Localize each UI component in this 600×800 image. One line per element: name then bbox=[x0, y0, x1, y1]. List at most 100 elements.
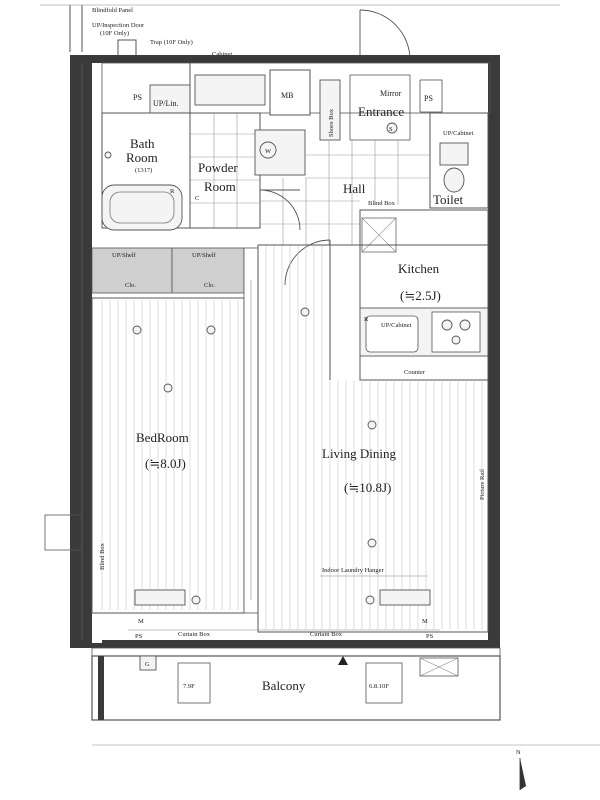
south-wall bbox=[70, 640, 500, 648]
closet-2[interactable] bbox=[171, 247, 245, 294]
hall-label: Hall bbox=[343, 181, 366, 196]
m-right-label: M bbox=[422, 618, 428, 625]
ps-right-label: PS bbox=[424, 94, 433, 103]
c-mark: C bbox=[195, 195, 199, 202]
bathtub-inner bbox=[109, 191, 175, 224]
trap-box bbox=[117, 39, 137, 57]
hatch-diagonal-2 bbox=[419, 657, 459, 677]
shoes-box-label: Shoes Box bbox=[328, 108, 335, 137]
indoor-laundry-label: Indoor Laundry Hanger bbox=[322, 567, 385, 574]
living-ac bbox=[379, 589, 431, 606]
west-wall-inner-gap bbox=[92, 63, 102, 643]
balcony[interactable] bbox=[91, 655, 501, 721]
powder-room-label-2: Room bbox=[204, 179, 236, 194]
balcony-hatch[interactable] bbox=[419, 657, 459, 677]
powder-cabinet bbox=[194, 74, 266, 106]
kitchen-vent bbox=[361, 217, 397, 253]
ac-outdoor-right bbox=[365, 662, 403, 704]
blindfold-panel-label: Blindfold Panel bbox=[92, 7, 133, 14]
entrance-label: Entrance bbox=[358, 104, 404, 119]
north-wall bbox=[70, 55, 500, 63]
north-label: N bbox=[516, 749, 521, 756]
ps-left-label: PS bbox=[133, 93, 142, 102]
living-light-2 bbox=[367, 420, 377, 430]
hall-door-swing[interactable] bbox=[259, 189, 301, 231]
blind-box-vertical-label: Blind Box bbox=[99, 542, 106, 570]
mb-box bbox=[269, 69, 311, 116]
living-light-4 bbox=[365, 595, 375, 605]
bath-room-label-1: Bath bbox=[130, 136, 155, 151]
burner-1 bbox=[441, 319, 453, 331]
mirror-label: Mirror bbox=[380, 89, 402, 98]
m-left-label: M bbox=[138, 618, 144, 625]
closet-1[interactable] bbox=[91, 247, 173, 294]
entrance-door-swing[interactable] bbox=[359, 9, 411, 61]
curtain-box-right-label: Curtain Box bbox=[310, 631, 343, 638]
toilet-tank bbox=[439, 142, 469, 166]
ps-right-box bbox=[419, 79, 443, 113]
cooktop bbox=[431, 311, 481, 353]
curtain-box-left-label: Curtain Box bbox=[178, 631, 211, 638]
up-lin-label: UP/Lin. bbox=[153, 99, 179, 108]
ac-outdoor-left bbox=[177, 662, 211, 704]
ac-right-label: 6.8.10F bbox=[369, 683, 389, 690]
living-light-1 bbox=[300, 307, 310, 317]
bedroom-window[interactable] bbox=[44, 514, 83, 551]
g-mark: G bbox=[145, 661, 150, 668]
hall-tiles bbox=[260, 140, 430, 245]
sensor-icon bbox=[386, 122, 398, 134]
trap-label: Trap (10F Only) bbox=[150, 39, 193, 46]
sensor-mark: S bbox=[389, 126, 393, 133]
living-door-swing[interactable] bbox=[284, 239, 331, 286]
ps-bottom-right-label: PS bbox=[426, 633, 434, 640]
kitchen-r-mark: R bbox=[364, 316, 369, 323]
bedroom-light-3 bbox=[191, 595, 201, 605]
mb-label: MB bbox=[281, 91, 293, 100]
bedroom-ac bbox=[134, 589, 186, 606]
powder-room-tiles bbox=[190, 113, 260, 228]
north-arrow-icon bbox=[520, 758, 526, 790]
bedroom-ceiling-light bbox=[163, 383, 173, 393]
living-light-3 bbox=[367, 538, 377, 548]
cabinet-top-label: Cabinet bbox=[212, 51, 232, 58]
bedroom-floor-lines bbox=[101, 300, 239, 610]
picture-rail-label: Picture Rail bbox=[479, 469, 486, 500]
balcony-wall-left bbox=[98, 656, 104, 720]
blind-box-label: Blind Box bbox=[368, 200, 396, 207]
inspection-door-note: (10F Only) bbox=[100, 30, 129, 37]
entrance-area[interactable] bbox=[349, 74, 411, 141]
balcony-rail bbox=[91, 647, 501, 657]
vent-diagonal-2 bbox=[361, 217, 397, 253]
kitchen-label: Kitchen bbox=[398, 261, 440, 276]
west-wall bbox=[70, 55, 92, 645]
clo-2-label: Clo. bbox=[204, 282, 215, 289]
up-shelf-2-label: UP/Shelf bbox=[192, 252, 217, 259]
ps-bottom-left-label: PS bbox=[135, 633, 143, 640]
kitchen-size-label: (≒2.5J) bbox=[400, 288, 441, 303]
toilet-label: Toilet bbox=[433, 192, 464, 207]
balcony-label: Balcony bbox=[262, 678, 306, 693]
living-dining-label: Living Dining bbox=[322, 446, 397, 461]
up-shelf-1-label: UP/Shelf bbox=[112, 252, 137, 259]
toilet-room[interactable] bbox=[429, 112, 489, 209]
bathtub bbox=[101, 184, 183, 231]
bath-size-label: (1317) bbox=[135, 167, 152, 174]
gas-meter bbox=[139, 655, 157, 671]
bedroom-label: BedRoom bbox=[136, 430, 189, 445]
living-size-label: (≒10.8J) bbox=[344, 480, 391, 495]
kitchen-sink bbox=[365, 315, 419, 353]
bedroom-light-2 bbox=[206, 325, 216, 335]
shoes-box bbox=[319, 79, 341, 141]
up-cabinet-toilet-label: UP/Cabinet bbox=[443, 130, 474, 137]
washer-label: W bbox=[265, 148, 272, 155]
shower-icon bbox=[104, 151, 112, 159]
washer-icon bbox=[259, 141, 277, 159]
entry-arrow-icon bbox=[338, 656, 348, 665]
bath-r-mark: R bbox=[170, 188, 175, 195]
inspection-door-label: UP/Inspection Door bbox=[92, 22, 145, 29]
toilet-bowl bbox=[443, 167, 465, 193]
burner-3 bbox=[451, 335, 461, 345]
living-dining[interactable] bbox=[257, 244, 489, 633]
clo-1-label: Clo. bbox=[125, 282, 136, 289]
